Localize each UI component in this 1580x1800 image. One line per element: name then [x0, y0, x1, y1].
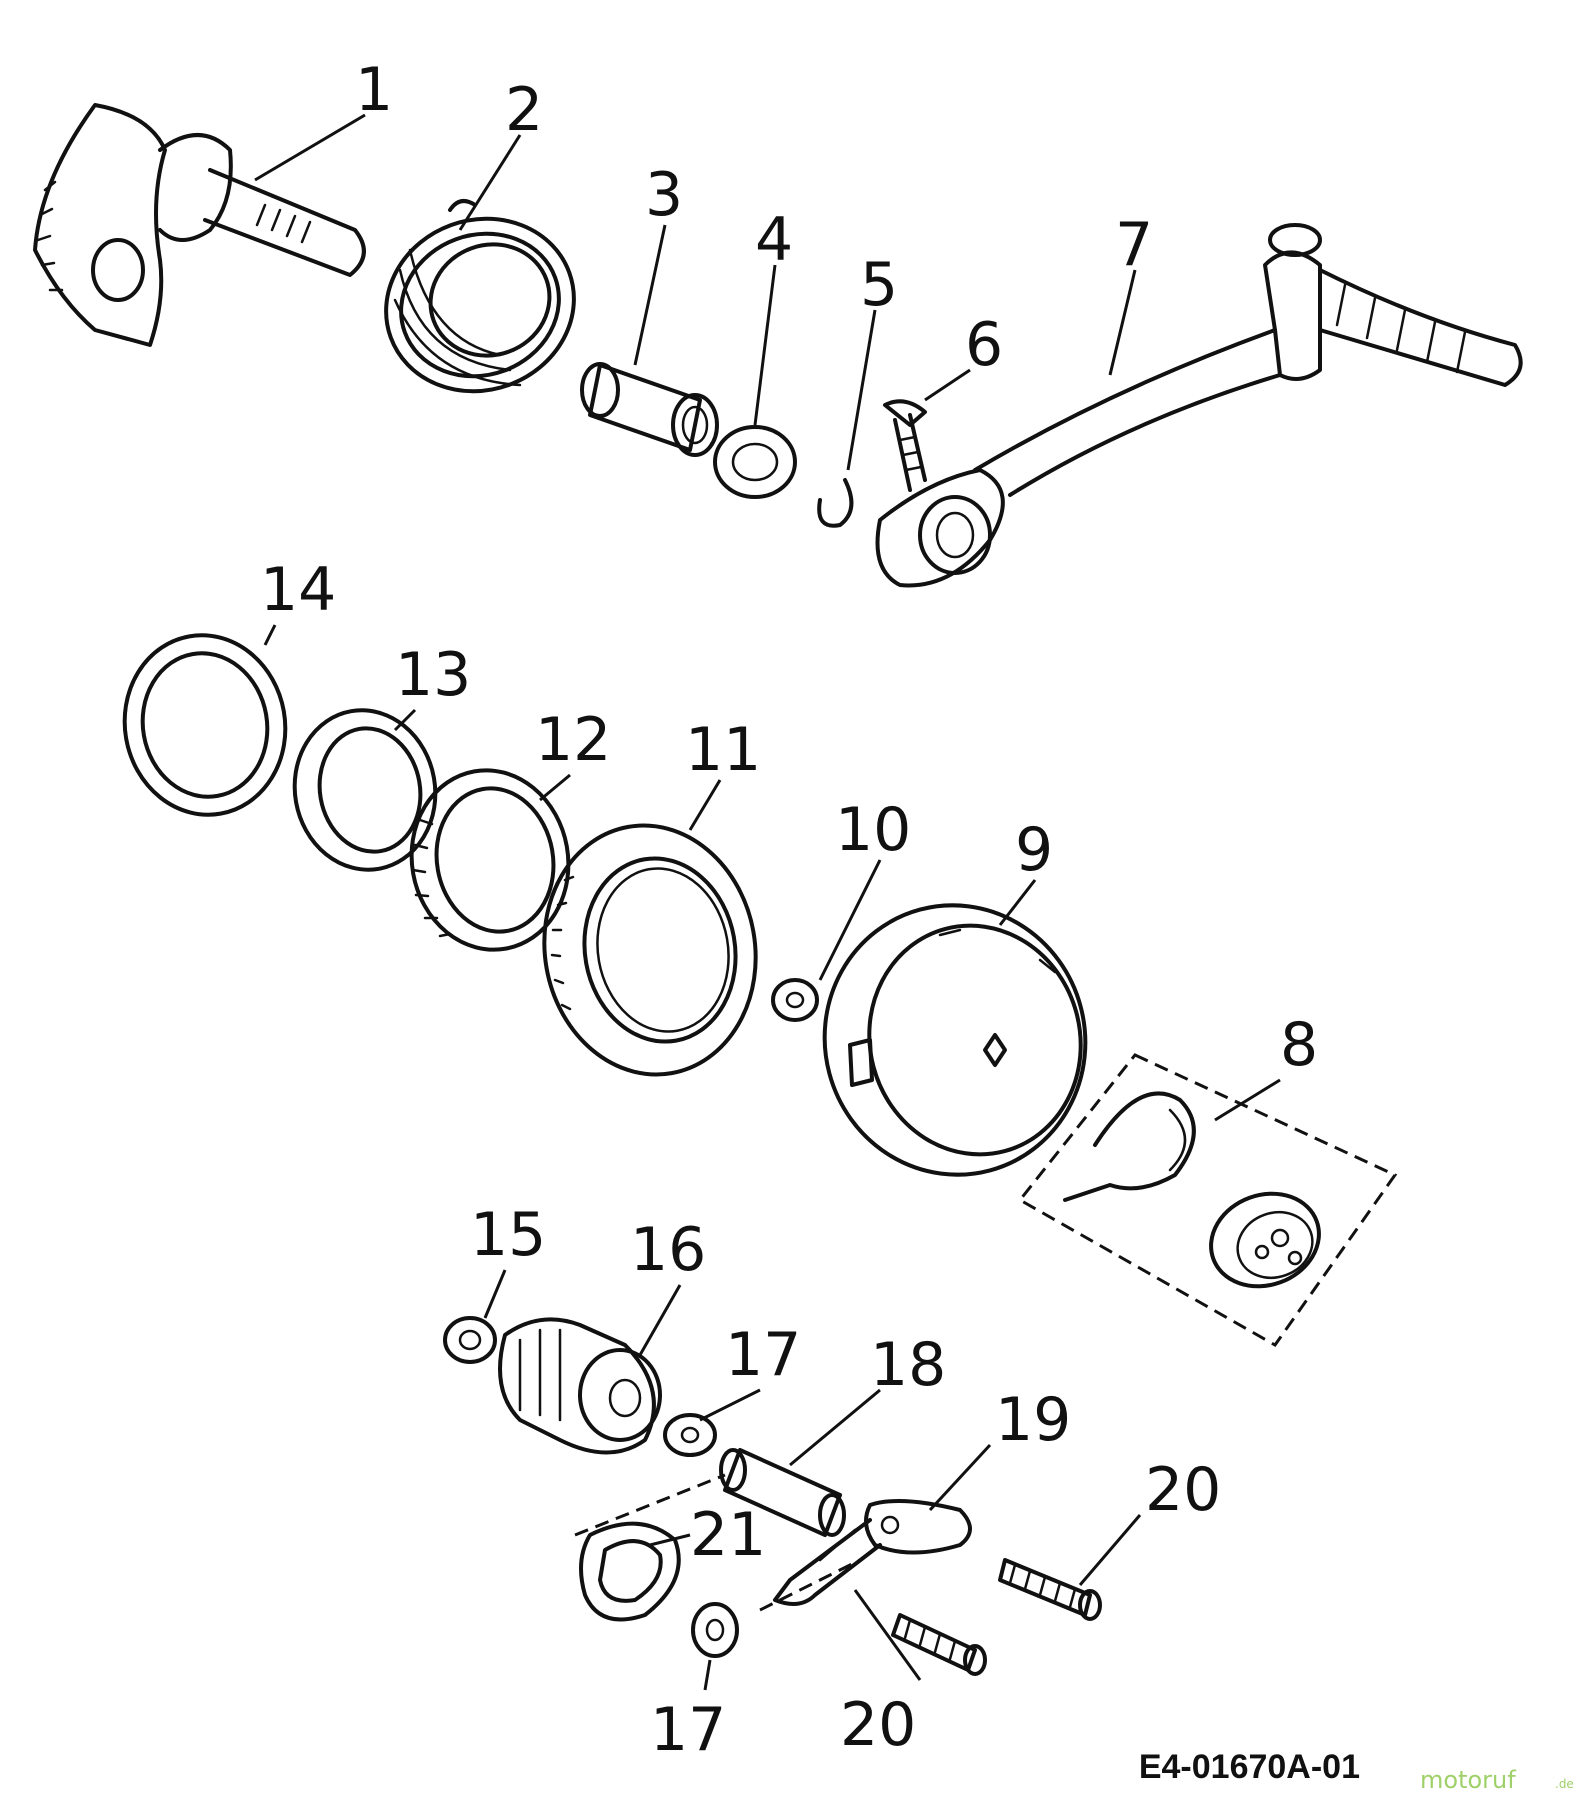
leader-6 — [924, 368, 971, 402]
watermark-suffix: .de — [1555, 1777, 1574, 1791]
part-8-assembly-group — [1017, 1053, 1398, 1347]
leader-5 — [846, 309, 877, 471]
label-3: 3 — [645, 160, 683, 230]
part-17-washer-upper — [663, 1413, 717, 1457]
label-18: 18 — [870, 1330, 946, 1400]
drawing-code: E4-01670A-01 — [1139, 1748, 1360, 1786]
label-17-lower: 17 — [650, 1695, 726, 1765]
leader-15 — [483, 1269, 507, 1319]
leader-12 — [539, 773, 571, 802]
label-6: 6 — [965, 310, 1003, 380]
part-13-bearing-race — [292, 708, 438, 872]
leader-17a — [699, 1388, 761, 1422]
label-7: 7 — [1115, 210, 1153, 280]
part-5-circlip — [817, 478, 854, 528]
label-5: 5 — [860, 250, 898, 320]
part-6-bolt — [883, 399, 927, 492]
part-12-roller-bearing — [409, 768, 571, 952]
leader-9 — [998, 879, 1037, 926]
part-3-bushing — [580, 362, 719, 457]
leader-14 — [263, 624, 277, 646]
leader-lines — [254, 113, 1281, 1691]
leader-8 — [1214, 1078, 1281, 1122]
leader-10 — [818, 859, 882, 981]
leader-7 — [1108, 269, 1137, 376]
leader-20a — [1078, 1514, 1142, 1586]
part-1-kickstart-shaft — [33, 103, 366, 347]
leader-18 — [789, 1388, 881, 1467]
label-2: 2 — [505, 75, 543, 145]
leader-13 — [393, 708, 417, 732]
label-8: 8 — [1280, 1010, 1318, 1080]
leader-18-dashed — [574, 1473, 726, 1537]
part-21-seal — [579, 1521, 681, 1622]
label-11: 11 — [685, 715, 761, 785]
part-9-clutch-plate — [822, 903, 1088, 1177]
leader-4 — [753, 264, 777, 426]
leader-16 — [638, 1284, 682, 1356]
label-13: 13 — [395, 640, 471, 710]
leader-19-dashed — [759, 1558, 861, 1612]
label-1: 1 — [355, 55, 393, 125]
leader-19 — [928, 1443, 992, 1512]
part-15-washer — [443, 1316, 497, 1364]
part-16-drive-gear — [498, 1317, 662, 1455]
leader-20b — [853, 1589, 922, 1681]
label-20-lower: 20 — [840, 1690, 916, 1760]
part-20-spring-lower — [891, 1613, 987, 1676]
label-15: 15 — [470, 1200, 546, 1270]
part-14-ring — [122, 633, 288, 817]
label-10: 10 — [835, 795, 911, 865]
label-19: 19 — [995, 1385, 1071, 1455]
label-21: 21 — [690, 1500, 766, 1570]
leader-11 — [688, 779, 722, 831]
label-16: 16 — [630, 1215, 706, 1285]
leader-1 — [254, 113, 366, 182]
leader-2 — [458, 134, 522, 231]
label-20-upper: 20 — [1145, 1455, 1221, 1525]
leader-17b — [703, 1659, 712, 1691]
part-20-spring-upper — [998, 1558, 1102, 1621]
label-14: 14 — [260, 555, 336, 625]
leader-21 — [649, 1533, 691, 1547]
label-17-upper: 17 — [725, 1320, 801, 1390]
label-4: 4 — [755, 205, 793, 275]
part-2-return-spring — [384, 199, 576, 394]
callout-labels: 1 2 3 4 5 6 7 8 9 10 11 12 13 14 15 16 1… — [260, 55, 1318, 1765]
part-18-pin — [719, 1448, 846, 1537]
label-9: 9 — [1015, 815, 1053, 885]
label-12: 12 — [535, 705, 611, 775]
part-19-pawl — [773, 1499, 972, 1606]
part-7-kick-lever — [875, 223, 1523, 588]
part-4-washer — [713, 425, 797, 499]
part-17-washer-lower — [691, 1602, 739, 1658]
part-11-ratchet-ring — [542, 823, 758, 1077]
leader-3 — [633, 224, 667, 366]
watermark: motoruf — [1420, 1766, 1516, 1794]
part-10-washer — [771, 978, 819, 1022]
